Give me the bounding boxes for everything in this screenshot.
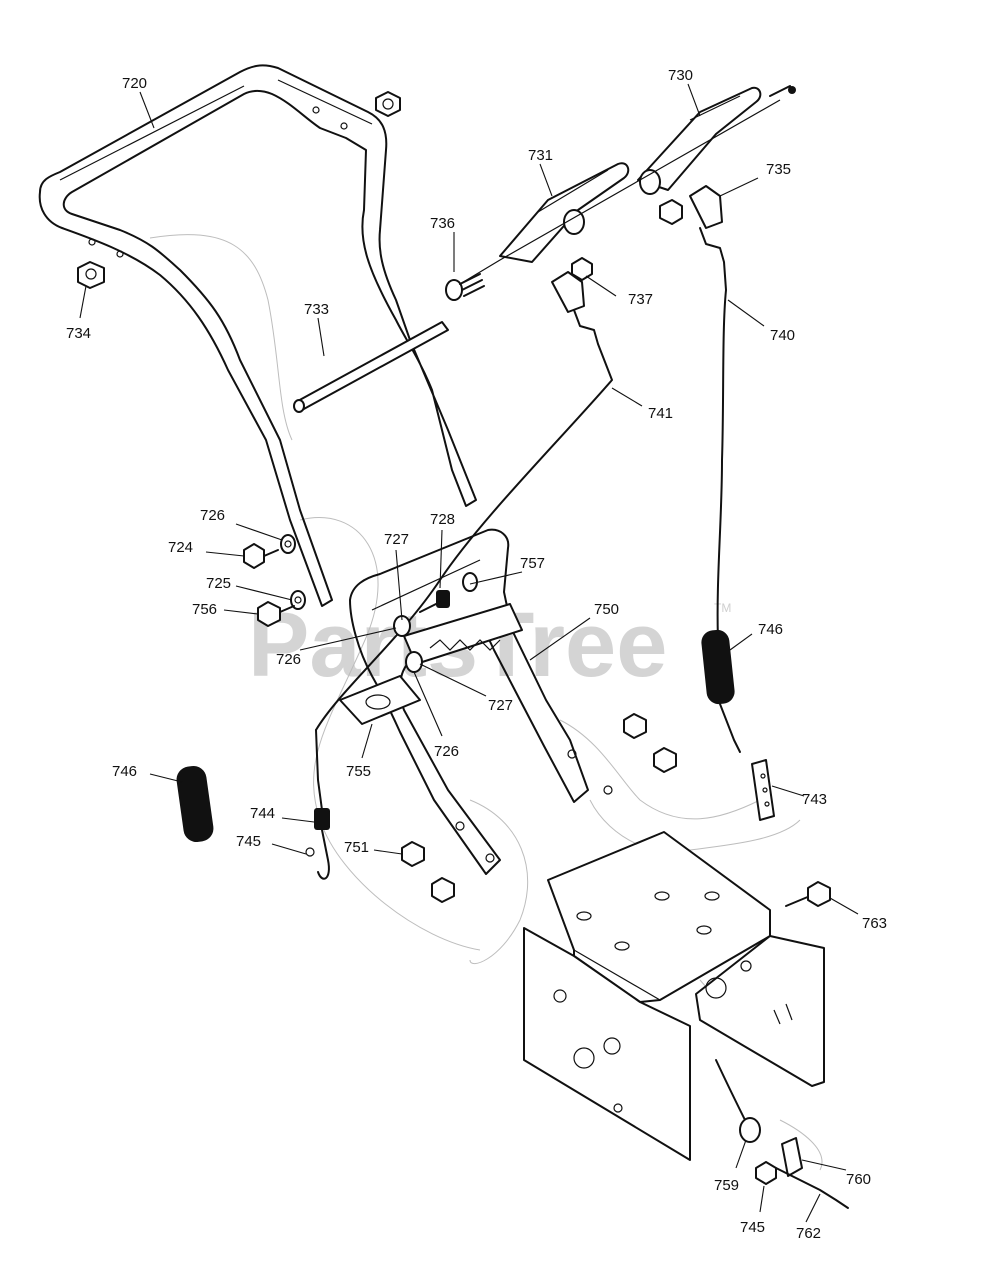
- pivot-rod: [449, 85, 796, 291]
- callout-737: 737: [628, 291, 653, 308]
- crossbar-733: [293, 321, 449, 413]
- plate-743: [751, 759, 775, 821]
- bracket-737: [551, 257, 593, 313]
- bracket-735: [659, 185, 723, 229]
- callout-740: 740: [770, 327, 795, 344]
- chassis-top-plate: [547, 831, 771, 1003]
- callout-763: 763: [862, 915, 887, 932]
- callout-745-a: 745: [236, 833, 261, 850]
- callout-734: 734: [66, 325, 91, 342]
- link-740: [699, 227, 727, 641]
- callout-757: 757: [520, 555, 545, 572]
- bolt-724: [243, 543, 279, 569]
- chassis-right-plate: [695, 935, 825, 1087]
- bolt-736: [445, 273, 485, 301]
- bracket-760: [781, 1137, 803, 1177]
- callout-724: 724: [168, 539, 193, 556]
- callout-726-c: 726: [434, 743, 459, 760]
- callout-750: 750: [594, 601, 619, 618]
- leader-lines: [79, 83, 859, 1223]
- callout-745-b: 745: [740, 1219, 765, 1236]
- nut-top: [375, 91, 401, 117]
- grip-746-right: [701, 629, 741, 753]
- callout-728: 728: [430, 511, 455, 528]
- bolt-756: [257, 601, 295, 627]
- callout-727-b: 727: [488, 697, 513, 714]
- callout-759: 759: [714, 1177, 739, 1194]
- upper-handle-720: [38, 64, 477, 607]
- callout-735: 735: [766, 161, 791, 178]
- callout-743: 743: [802, 791, 827, 808]
- washer-726-upper: [280, 534, 296, 554]
- idler-759: [715, 1059, 761, 1143]
- callout-741: 741: [648, 405, 673, 422]
- control-lever-730: [637, 86, 762, 195]
- callout-730: 730: [668, 67, 693, 84]
- callout-744: 744: [250, 805, 275, 822]
- nut-745-lower: [755, 1161, 777, 1185]
- callout-755: 755: [346, 763, 371, 780]
- watermark-trademark: TM: [714, 601, 731, 615]
- callout-726-a: 726: [200, 507, 225, 524]
- callout-736: 736: [430, 215, 455, 232]
- rod-762: [775, 1167, 849, 1209]
- bolt-751: [401, 713, 677, 903]
- callout-727-a: 727: [384, 531, 409, 548]
- callout-746-b: 746: [112, 763, 137, 780]
- callout-720: 720: [122, 75, 147, 92]
- spring-728: [419, 590, 450, 613]
- link-741: [315, 309, 613, 731]
- callout-756: 756: [192, 601, 217, 618]
- cable-end-744: [305, 729, 330, 880]
- callout-733: 733: [304, 301, 329, 318]
- bolt-763: [785, 881, 831, 907]
- callout-725: 725: [206, 575, 231, 592]
- plate-755: [339, 675, 421, 725]
- callout-746-a: 746: [758, 621, 783, 638]
- callout-751: 751: [344, 839, 369, 856]
- control-lever-731: [499, 162, 630, 263]
- callout-labels: 720 730 731 735 736 737 733 734 740 741 …: [66, 67, 887, 1242]
- callout-731: 731: [528, 147, 553, 164]
- chassis-left-plate: [523, 927, 691, 1161]
- grip-746-left: [176, 765, 214, 843]
- callout-726-b: 726: [276, 651, 301, 668]
- nut-734: [77, 261, 105, 289]
- callout-760: 760: [846, 1171, 871, 1188]
- callout-762: 762: [796, 1225, 821, 1242]
